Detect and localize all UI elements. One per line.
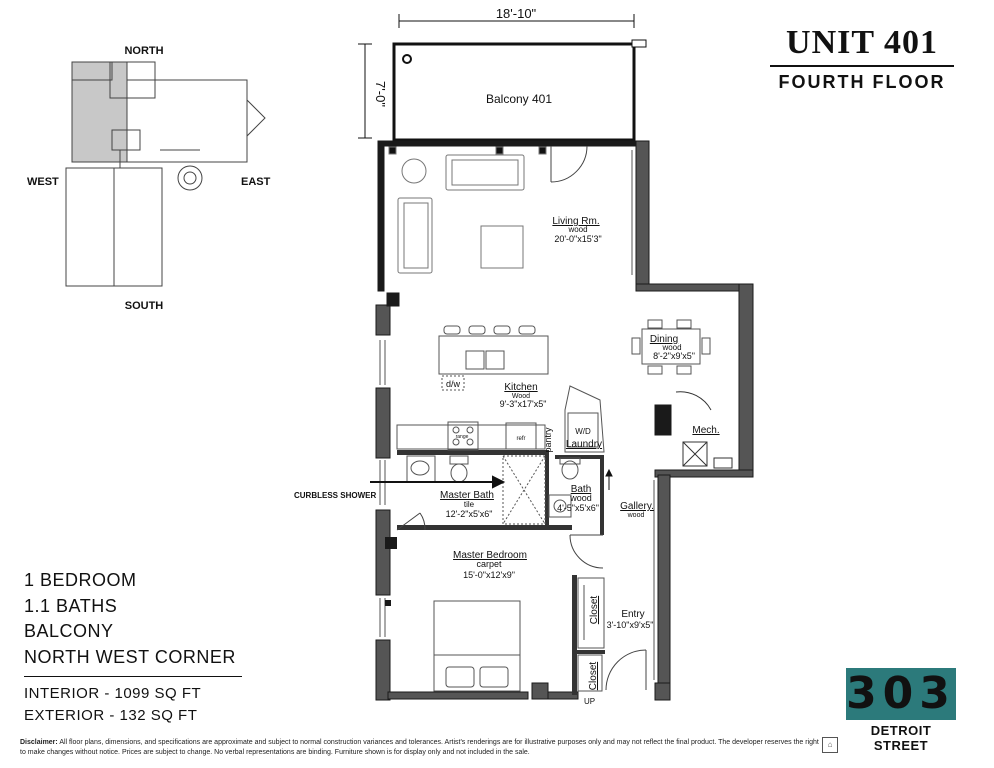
coffee-table xyxy=(480,225,524,269)
floor-title: FOURTH FLOOR xyxy=(778,72,946,92)
dining-size: 8'-2"x9'x5" xyxy=(653,351,695,361)
area-summary: INTERIOR - 1099 SQ FT EXTERIOR - 132 SQ … xyxy=(24,683,201,727)
up-label: UP xyxy=(584,697,595,706)
brand-logo: 303 DETROIT STREET xyxy=(846,668,956,753)
dining-table xyxy=(631,319,711,375)
disclaimer: Disclaimer: All floor plans, dimensions,… xyxy=(20,738,820,757)
master-bedroom-size: 15'-0"x12'x9" xyxy=(463,570,515,580)
living-furniture xyxy=(388,146,547,274)
pantry-label: pantry xyxy=(543,427,553,453)
key-plan-west-label: WEST xyxy=(27,176,59,188)
laundry xyxy=(564,385,605,453)
master-bath-size: 12'-2"x5'x6" xyxy=(446,509,493,519)
key-plan-unit-highlight xyxy=(71,61,128,163)
bath-fixtures xyxy=(548,457,581,518)
balcony xyxy=(392,39,647,142)
key-plan-east-label: EAST xyxy=(241,176,271,188)
bath-floor: wood xyxy=(569,493,592,503)
key-plan-north-label: NORTH xyxy=(124,45,163,57)
side-table xyxy=(401,158,427,184)
kitchen-floor: Wood xyxy=(512,393,530,400)
summary-divider xyxy=(24,676,242,677)
gallery-arrow xyxy=(605,468,613,490)
kitchen-name: Kitchen xyxy=(504,382,537,393)
closet-label-2: Closet xyxy=(588,662,599,691)
disclaimer-label: Disclaimer: xyxy=(20,739,58,746)
logo-caption: DETROIT STREET xyxy=(870,723,932,753)
curbless-shower-label: CURBLESS SHOWER xyxy=(294,491,376,500)
bed xyxy=(433,600,521,692)
kitchen-island xyxy=(438,325,549,391)
living-room-name: Living Rm. xyxy=(552,216,599,227)
interior-area: INTERIOR - 1099 SQ FT xyxy=(24,685,202,702)
gallery-floor: wood xyxy=(627,512,645,519)
balcony-feature-label: BALCONY xyxy=(24,621,114,641)
dining-name: Dining xyxy=(650,334,678,345)
refrigerator-label: refr xyxy=(517,436,526,442)
master-bath-name: Master Bath xyxy=(440,490,494,501)
dishwasher-label: d/w xyxy=(446,379,461,389)
key-plan-south-label: SOUTH xyxy=(125,300,164,312)
interior-walls xyxy=(397,450,605,695)
mech-name: Mech. xyxy=(692,425,719,436)
corner-label: NORTH WEST CORNER xyxy=(24,646,236,667)
unit-title: UNIT 401 xyxy=(786,24,938,61)
master-bath-fixtures xyxy=(406,455,546,525)
range-label: range xyxy=(456,434,469,440)
kitchen-size: 9'-3"x17'x5" xyxy=(500,399,547,409)
equal-housing-icon: ⌂ xyxy=(822,737,838,753)
bath-size: 4'-5"x5'x6" xyxy=(557,503,599,513)
washer-dryer-label: W/D xyxy=(575,427,591,436)
laundry-name: Laundry xyxy=(566,439,602,450)
bedrooms-label: 1 BEDROOM xyxy=(24,570,137,590)
curbless-shower-arrow xyxy=(370,475,506,489)
kitchen-counter xyxy=(396,421,546,451)
width-dimension-label: 18'-10" xyxy=(496,6,537,21)
sofa xyxy=(445,154,525,191)
logo-mark: 303 xyxy=(846,668,956,720)
entry-size: 3'-10"x9'x5" xyxy=(607,620,654,630)
living-door xyxy=(550,145,588,183)
exterior-area: EXTERIOR - 132 SQ FT xyxy=(24,707,198,724)
depth-dimension-label: 7'-0" xyxy=(373,81,388,107)
logo-digits: 303 xyxy=(846,668,956,719)
master-bedroom-floor: carpet xyxy=(476,559,502,569)
mech-room xyxy=(675,391,733,469)
depth-dimension xyxy=(358,43,372,139)
living-room-floor: wood xyxy=(567,225,587,234)
living-room-size: 20'-0"x15'3" xyxy=(554,234,601,244)
bedroom-pillars xyxy=(385,537,397,606)
width-dimension xyxy=(398,14,635,28)
balcony-label: Balcony 401 xyxy=(486,92,552,106)
gallery-name: Gallery. xyxy=(620,501,654,512)
exterior-walls xyxy=(375,140,754,701)
unit-summary: 1 BEDROOM 1.1 BATHS BALCONY NORTH WEST C… xyxy=(24,568,236,670)
master-bath-floor: tile xyxy=(464,500,475,509)
armchair xyxy=(397,197,433,274)
baths-label: 1.1 BATHS xyxy=(24,595,118,616)
closets xyxy=(577,577,605,692)
bath-name: Bath xyxy=(571,484,592,495)
master-bedroom-name: Master Bedroom xyxy=(453,550,527,561)
window-lines xyxy=(379,150,655,680)
disclaimer-text: All floor plans, dimensions, and specifi… xyxy=(20,739,819,756)
bedroom-doors xyxy=(396,512,647,691)
closet-label-1: Closet xyxy=(589,596,600,625)
entry-name: Entry xyxy=(621,609,644,620)
title-divider xyxy=(770,65,954,67)
key-plan xyxy=(65,61,266,287)
dining-floor: wood xyxy=(661,343,681,352)
